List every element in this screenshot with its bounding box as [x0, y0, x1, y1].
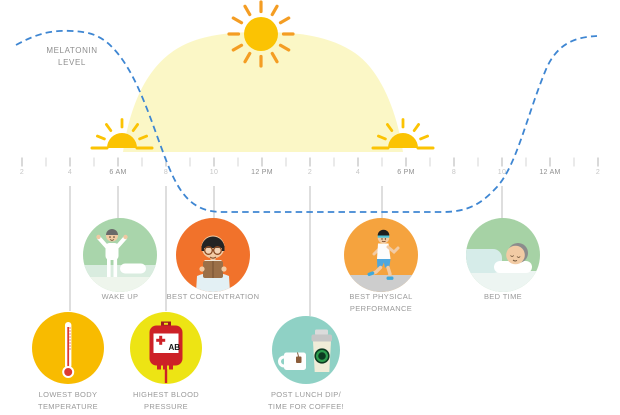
lowest-body-temperature-icon — [32, 312, 104, 389]
connector-lines — [69, 186, 503, 316]
wake-up-icon — [83, 218, 157, 297]
post-lunch-label-line2: TIME FOR COFFEE! — [267, 401, 344, 411]
bed-time-icon — [466, 218, 540, 297]
tick-label-2pm: 2 — [307, 169, 313, 176]
lowest-body-temperature-label: LOWEST BODY TEMPERATURE — [18, 389, 118, 412]
highest-blood-pressure-icon: AB — [130, 312, 202, 389]
bed-time-label-text: BED TIME — [483, 292, 523, 301]
wake-up-label-text: WAKE UP — [101, 292, 139, 301]
melatonin-curve — [15, 29, 598, 213]
wake-up-label: WAKE UP — [75, 291, 165, 303]
highest-blood-pressure-label: HIGHEST BLOOD PRESSURE — [116, 389, 216, 412]
tick-label-2am: 2 — [19, 169, 25, 176]
bed-time-label: BED TIME — [458, 291, 548, 303]
tick-label-12am: 12 AM — [539, 169, 561, 176]
daylight-dome — [123, 32, 403, 152]
midday-sun-icon — [227, 0, 295, 68]
sunset-sun-icon — [371, 118, 435, 150]
tick-label-12pm: 12 PM — [251, 169, 273, 176]
best-physical-performance-label: BEST PHYSICAL PERFORMANCE — [331, 291, 431, 314]
timeline-ticks-minor — [45, 157, 575, 167]
tick-label-4pm: 4 — [355, 169, 361, 176]
melatonin-level-label: MELATONIN LEVEL — [22, 45, 122, 69]
post-lunch-label: POST LUNCH DIP/ TIME FOR COFFEE! — [251, 389, 361, 412]
tick-label-6pm: 6 PM — [397, 169, 415, 176]
melatonin-level-label-line2: LEVEL — [58, 58, 86, 67]
tick-label-6am: 6 AM — [109, 169, 127, 176]
tick-label-8am: 8 — [163, 169, 169, 176]
best-concentration-label-text: BEST CONCENTRATION — [166, 292, 260, 301]
best-physical-label-line2: PERFORMANCE — [349, 303, 413, 313]
best-physical-performance-icon — [344, 218, 418, 297]
lowest-body-temp-label-line1: LOWEST BODY — [38, 390, 98, 399]
tick-label-8pm: 8 — [451, 169, 457, 176]
blood-bag-label: AB — [169, 343, 181, 352]
lowest-body-temp-label-line2: TEMPERATURE — [38, 401, 98, 411]
tick-label-4am: 4 — [67, 169, 73, 176]
highest-blood-pressure-label-line1: HIGHEST BLOOD — [132, 390, 200, 399]
tick-label-2am-2: 2 — [595, 169, 601, 176]
tick-label-10am: 10 — [209, 169, 219, 176]
best-concentration-label: BEST CONCENTRATION — [148, 291, 278, 303]
timeline-ticks-major — [21, 157, 599, 167]
tick-label-10pm: 10 — [497, 169, 507, 176]
post-lunch-coffee-icon — [272, 316, 340, 389]
highest-blood-pressure-label-line2: PRESSURE — [143, 401, 189, 411]
melatonin-level-label-line1: MELATONIN — [46, 46, 98, 55]
best-physical-label-line1: BEST PHYSICAL — [349, 292, 413, 301]
best-concentration-icon — [176, 218, 250, 297]
post-lunch-label-line1: POST LUNCH DIP/ — [270, 390, 342, 399]
sunrise-sun-icon — [90, 118, 154, 150]
